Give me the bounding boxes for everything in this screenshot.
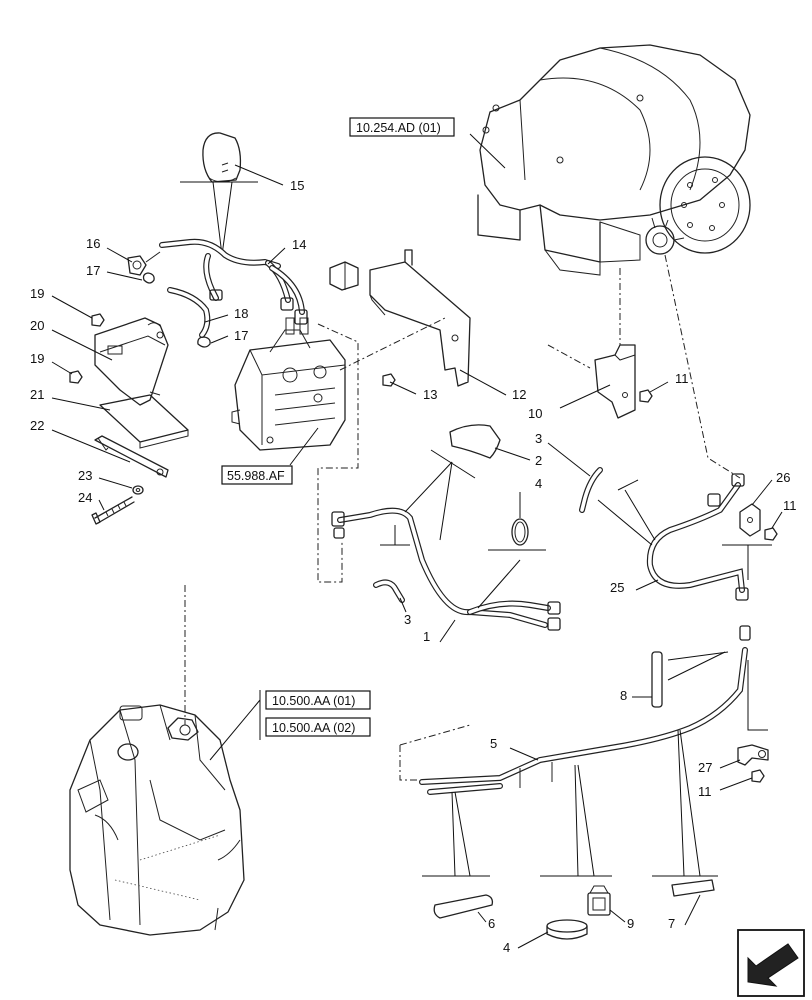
callout-11-upper: 11 bbox=[675, 371, 689, 386]
callout-13: 13 bbox=[423, 387, 437, 402]
part-10-bracket bbox=[594, 344, 636, 419]
part-12-plate bbox=[369, 249, 471, 387]
callout-9: 9 bbox=[627, 916, 634, 931]
part-26-bracket bbox=[739, 503, 761, 537]
callout-24: 24 bbox=[78, 490, 92, 505]
part-17-clip-upper bbox=[142, 272, 155, 284]
callout-8: 8 bbox=[620, 688, 627, 703]
callout-14: 14 bbox=[292, 237, 306, 252]
module-reference-label: 55.988.AF bbox=[227, 469, 285, 483]
callout-18: 18 bbox=[234, 306, 248, 321]
arrow-down-left-icon bbox=[747, 943, 799, 987]
def-tank-drawing bbox=[69, 704, 245, 936]
callout-19-lower: 19 bbox=[30, 351, 44, 366]
part-16-connector bbox=[127, 251, 161, 276]
part-8-sleeve bbox=[651, 651, 663, 708]
callout-4-middle: 4 bbox=[535, 476, 542, 491]
part-18-hose bbox=[167, 287, 211, 338]
part-6-sleeve bbox=[433, 894, 494, 919]
part-27-bracket bbox=[737, 744, 769, 766]
part-11-bolt-lower bbox=[751, 769, 765, 783]
callout-2: 2 bbox=[535, 453, 542, 468]
callout-25: 25 bbox=[610, 580, 624, 595]
callout-19-upper: 19 bbox=[30, 286, 44, 301]
engine-assembly-drawing bbox=[477, 44, 751, 276]
callout-3-middle: 3 bbox=[404, 612, 411, 627]
tank-reference-label-2: 10.500.AA (02) bbox=[272, 721, 355, 735]
part-9-clip bbox=[587, 885, 611, 916]
part-11-bolt-upper bbox=[639, 389, 653, 403]
part-25-hose-assembly bbox=[646, 473, 749, 601]
callout-6: 6 bbox=[488, 916, 495, 931]
engine-reference-box bbox=[349, 117, 455, 137]
callout-3-right: 3 bbox=[535, 431, 542, 446]
part-11-bolt-right bbox=[764, 527, 778, 541]
part-24-bolt bbox=[91, 496, 135, 525]
part-19-bolt-upper bbox=[91, 313, 105, 327]
part-7-sleeve bbox=[671, 879, 715, 897]
callout-22: 22 bbox=[30, 418, 44, 433]
callout-5: 5 bbox=[490, 736, 497, 751]
part-19-bolt-lower bbox=[69, 370, 83, 384]
engine-reference-label: 10.254.AD (01) bbox=[356, 121, 441, 135]
callout-27: 27 bbox=[698, 760, 712, 775]
part-5-harness bbox=[419, 625, 751, 795]
tank-reference-label-1: 10.500.AA (01) bbox=[272, 694, 355, 708]
part-21-pad bbox=[99, 394, 189, 449]
callout-21: 21 bbox=[30, 387, 44, 402]
callout-7: 7 bbox=[668, 916, 675, 931]
tank-reference-box-1 bbox=[265, 690, 371, 710]
callout-20: 20 bbox=[30, 318, 44, 333]
supply-module-drawing bbox=[231, 317, 346, 451]
part-3-hose-right bbox=[579, 467, 603, 513]
part-17-clip-lower bbox=[197, 336, 211, 348]
part-4-ring-middle bbox=[511, 518, 529, 546]
callout-16: 16 bbox=[86, 236, 100, 251]
callout-15: 15 bbox=[290, 178, 304, 193]
callout-11-right: 11 bbox=[783, 498, 797, 513]
part-22-strap bbox=[94, 435, 169, 478]
tank-reference-box-2 bbox=[265, 717, 371, 737]
callout-11-lower: 11 bbox=[698, 784, 712, 799]
previous-view-arrow-button[interactable] bbox=[737, 929, 805, 997]
part-3-hose-middle bbox=[373, 579, 405, 603]
callout-17-upper: 17 bbox=[86, 263, 100, 278]
callout-26: 26 bbox=[776, 470, 790, 485]
part-15-cover bbox=[202, 132, 242, 183]
callout-23: 23 bbox=[78, 468, 92, 483]
module-reference-box bbox=[221, 465, 293, 485]
part-23-washer bbox=[132, 485, 144, 495]
part-1-harness bbox=[331, 507, 561, 631]
callout-17-lower: 17 bbox=[234, 328, 248, 343]
connector-on-plate bbox=[329, 261, 359, 291]
part-4-ring-bottom bbox=[546, 919, 588, 940]
part-20-bracket bbox=[94, 317, 169, 406]
engine-reference-leader bbox=[469, 133, 506, 169]
callout-10: 10 bbox=[528, 406, 542, 421]
callout-4-bottom: 4 bbox=[503, 940, 510, 955]
part-14-hose-assembly bbox=[159, 238, 308, 325]
part-13-bolt bbox=[382, 373, 396, 387]
part-2-cap bbox=[449, 424, 501, 459]
callout-12: 12 bbox=[512, 387, 526, 402]
callout-1: 1 bbox=[423, 629, 430, 644]
